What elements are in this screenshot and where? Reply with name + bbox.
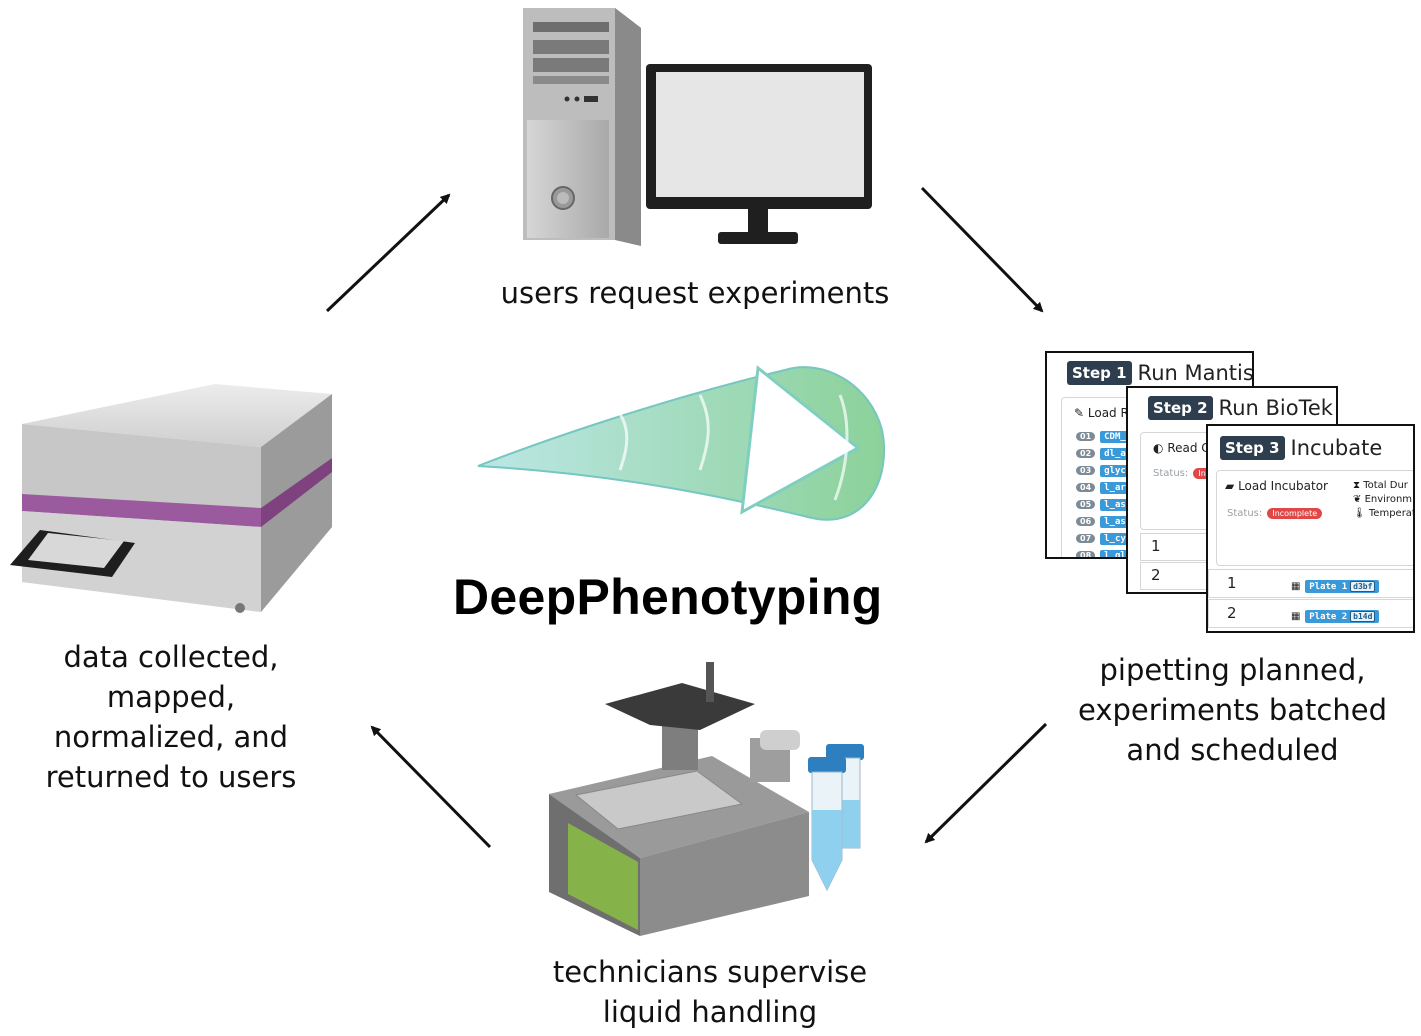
plate-1-hash: d3bf xyxy=(1350,581,1376,592)
step-3-badge: Step 3 xyxy=(1220,436,1285,460)
step-2-badge: Step 2 xyxy=(1148,396,1213,420)
grid-icon: ▦ xyxy=(1291,581,1301,592)
half-circle-icon: ◐ xyxy=(1153,441,1164,455)
step-1-badge: Step 1 xyxy=(1067,361,1132,385)
step-2-panel-label: Read C xyxy=(1167,441,1210,455)
environment-label: Environm xyxy=(1364,494,1413,505)
reagent-number: 02 xyxy=(1076,449,1096,458)
step-1-title: Run Mantis xyxy=(1137,361,1254,385)
cycle-arrow-to-computer xyxy=(325,193,451,313)
step-3-panel-label: Load Incubator xyxy=(1238,479,1328,493)
step-3-panel: ▰ Load Incubator Status: Incomplete ⧗ To… xyxy=(1216,470,1415,566)
reagent-number: 01 xyxy=(1076,432,1096,441)
reagent-item[interactable]: 08 l_glu xyxy=(1076,547,1136,557)
briefcase-icon: ▰ xyxy=(1225,479,1235,493)
cycle-arrow-to-pipettor xyxy=(924,722,1048,844)
leaf-icon: ❦ xyxy=(1353,494,1362,505)
pencil-icon: ✎ xyxy=(1074,406,1085,420)
reagent-number: 03 xyxy=(1076,466,1096,475)
reagent-number: 04 xyxy=(1076,483,1096,492)
step-3-title: Incubate xyxy=(1290,436,1383,460)
step-2-title: Run BioTek xyxy=(1218,396,1333,420)
diagram-title: DeepPhenotyping xyxy=(453,569,883,625)
computer-icon xyxy=(523,8,872,246)
caption-top: users request experiments xyxy=(500,276,890,310)
caption-left: data collected, mapped, normalized, and … xyxy=(45,640,297,794)
step-1-panel-label: Load R xyxy=(1087,406,1129,420)
thermometer-icon: 🌡 xyxy=(1353,508,1366,519)
step-2-status-label: Status: xyxy=(1153,468,1189,479)
total-duration-label: Total Dur xyxy=(1363,480,1408,491)
plate-2-hash: b14d xyxy=(1350,611,1376,622)
reagent-number: 06 xyxy=(1076,517,1096,526)
reagent-number: 08 xyxy=(1076,551,1096,557)
cycle-arrow-to-reader xyxy=(370,725,492,849)
step-3-status-label: Status: xyxy=(1227,508,1263,519)
cycle-arrow-to-steps xyxy=(920,186,1044,313)
deepphenotyping-arrow-icon xyxy=(477,365,886,521)
hourglass-icon: ⧗ xyxy=(1353,480,1361,491)
reagent-number: 05 xyxy=(1076,500,1096,509)
step-3-status-badge: Incomplete xyxy=(1267,508,1323,519)
temperature-label: Temperat xyxy=(1368,508,1415,519)
caption-bottom: technicians supervise liquid handling xyxy=(552,955,868,1029)
caption-right: pipetting planned, experiments batched a… xyxy=(1077,653,1388,767)
step-3-card[interactable]: Step 3 Incubate ▰ Load Incubator Status:… xyxy=(1206,424,1415,633)
liquid-handler-icon xyxy=(549,662,864,936)
grid-icon: ▦ xyxy=(1291,611,1301,622)
plate-reader-icon xyxy=(10,384,332,613)
reagent-code: l_glu xyxy=(1100,549,1136,557)
reagent-number: 07 xyxy=(1076,534,1096,543)
